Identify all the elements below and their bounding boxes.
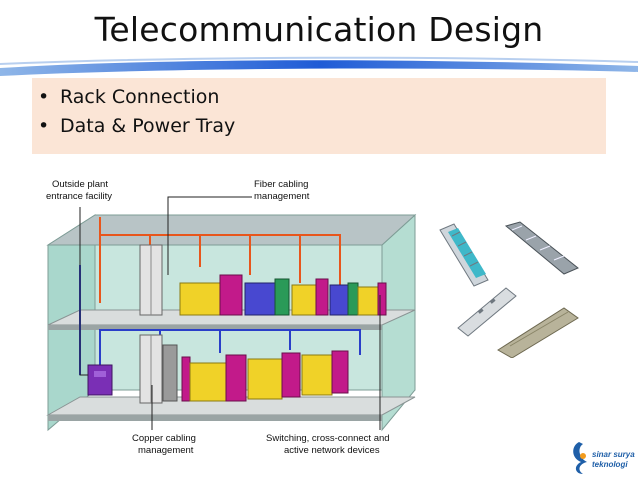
label-fiber: management [254, 191, 310, 202]
label-switching: Switching, cross-connect and [266, 433, 390, 444]
label-switching: active network devices [284, 445, 380, 456]
bullet-list: •Rack Connection •Data & Power Tray [32, 78, 606, 154]
callout-line-fiber [167, 196, 252, 275]
building-cabling-diagram: Outside plant entrance facility Fiber ca… [46, 179, 417, 456]
ladder-tray-image [439, 223, 489, 287]
rack-green [274, 278, 290, 316]
bullet-text: Data & Power Tray [60, 115, 236, 137]
rack-yellow [301, 354, 333, 396]
bullet-item: •Rack Connection [38, 86, 220, 108]
lower-rack-row [181, 350, 349, 402]
entrance-facility-box [87, 364, 113, 396]
rack-blue [329, 284, 349, 316]
label-fiber: Fiber cabling [254, 179, 308, 190]
company-logo: sinar surya teknologi [573, 442, 635, 474]
trough-tray-image [497, 307, 579, 358]
rack-yellow [357, 286, 379, 316]
rack-magenta [315, 278, 329, 316]
rack-magenta [181, 356, 191, 402]
rack-magenta [219, 274, 243, 316]
rack-blue [244, 282, 276, 316]
perforated-tray-image [457, 287, 517, 337]
logo-swirl-icon [573, 442, 587, 474]
rack-magenta [281, 352, 301, 398]
rack-magenta [377, 282, 387, 316]
rack-magenta [225, 354, 247, 402]
rack-yellow [247, 358, 283, 400]
title-underline-swoosh [0, 56, 638, 76]
bullet-text: Rack Connection [60, 86, 220, 108]
logo-text: sinar surya [592, 450, 635, 459]
rack-green [347, 282, 359, 316]
upper-rack-row [179, 274, 387, 316]
rack-magenta [331, 350, 349, 394]
ground-floor-edge [48, 415, 382, 421]
bullet-item: •Data & Power Tray [38, 115, 236, 137]
rack-yellow [179, 282, 221, 316]
lower-closet-rack [162, 344, 178, 402]
callout-line-outside-plant [79, 207, 88, 376]
cable-trays-illustration [439, 221, 579, 358]
label-copper: Copper cabling [132, 433, 196, 444]
label-outside-plant: entrance facility [46, 191, 112, 202]
label-outside-plant: Outside plant [52, 179, 108, 190]
label-copper: management [138, 445, 194, 456]
slide-title: Telecommunication Design [94, 10, 544, 49]
logo-text: teknologi [592, 460, 628, 469]
building-roof [46, 214, 417, 246]
rack-yellow [291, 284, 317, 316]
wire-mesh-tray-image [504, 221, 579, 275]
upper-floor-edge [48, 325, 382, 330]
rack-yellow [189, 362, 227, 402]
